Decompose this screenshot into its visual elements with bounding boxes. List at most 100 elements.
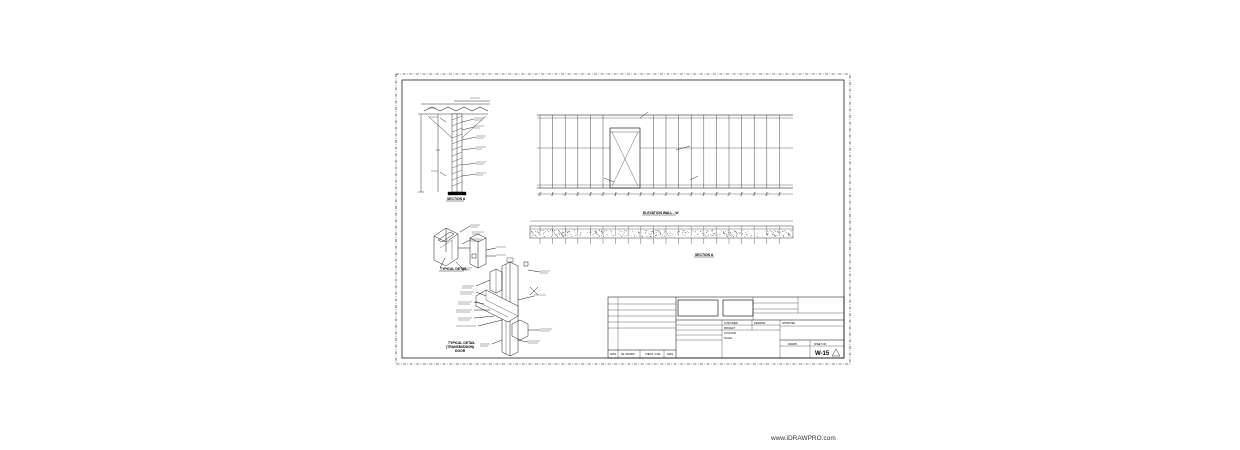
- concrete-aggregate: [688, 232, 689, 234]
- concrete-aggregate: [687, 231, 688, 232]
- dimension-slash: [639, 191, 643, 197]
- concrete-aggregate: [645, 232, 646, 234]
- rev-date2-col: DATE: [667, 353, 674, 356]
- concrete-aggregate: [705, 234, 706, 236]
- concrete-aggregate: [575, 235, 576, 236]
- concrete-aggregate: [706, 232, 707, 233]
- concrete-aggregate: [790, 229, 791, 231]
- concrete-aggregate: [767, 234, 768, 236]
- concrete-aggregate: [655, 232, 657, 233]
- concrete-aggregate: [697, 233, 699, 235]
- concrete-aggregate: [709, 234, 711, 235]
- concrete-aggregate: [684, 232, 686, 233]
- concrete-aggregate: [653, 233, 655, 235]
- concrete-aggregate: [596, 233, 598, 235]
- foundation-dimension-ticks: [539, 226, 780, 244]
- concrete-aggregate: [750, 236, 751, 237]
- concrete-aggregate: [694, 231, 696, 233]
- concrete-aggregate: [570, 234, 572, 236]
- concrete-aggregate: [746, 233, 747, 235]
- concrete-aggregate: [660, 232, 661, 234]
- concrete-aggregate: [604, 229, 606, 231]
- concrete-aggregate: [774, 236, 776, 238]
- concrete-aggregate: [543, 236, 545, 237]
- concrete-aggregate: [746, 233, 748, 235]
- concrete-aggregate: [563, 236, 564, 237]
- concrete-aggregate: [744, 236, 746, 238]
- info-label-scale: SCALE: [724, 337, 732, 340]
- concrete-aggregate: [599, 235, 600, 237]
- concrete-aggregate: [664, 231, 666, 232]
- concrete-aggregate: [765, 230, 767, 231]
- section-a-title: SECTION A: [447, 197, 466, 201]
- concrete-aggregate: [662, 235, 664, 236]
- concrete-aggregate: [562, 232, 563, 234]
- concrete-aggregate: [767, 233, 769, 235]
- section-bottom-title: SECTION A: [695, 253, 714, 257]
- concrete-aggregate: [677, 231, 678, 233]
- concrete-aggregate: [650, 236, 652, 237]
- concrete-aggregate: [580, 232, 581, 234]
- concrete-aggregate: [702, 230, 703, 231]
- concrete-aggregate: [741, 233, 743, 235]
- concrete-aggregate: [738, 232, 740, 233]
- concrete-aggregate: [606, 230, 607, 232]
- concrete-aggregate: [601, 235, 602, 236]
- concrete-aggregate: [575, 233, 577, 234]
- concrete-aggregate: [598, 235, 600, 237]
- concrete-aggregate: [714, 232, 716, 234]
- concrete-aggregate: [544, 232, 545, 233]
- concrete-aggregate: [594, 232, 595, 234]
- concrete-aggregate: [632, 230, 633, 232]
- concrete-aggregate: [777, 231, 779, 233]
- concrete-aggregate: [705, 236, 707, 238]
- concrete-aggregate: [565, 235, 567, 237]
- mid-label-drawing: DRAWING: [754, 322, 766, 325]
- concrete-aggregate: [563, 234, 565, 236]
- right-label-sheet-no: SHEET NO.: [814, 343, 827, 346]
- concrete-aggregate: [570, 235, 572, 237]
- concrete-aggregate: [558, 230, 559, 231]
- concrete-aggregate: [775, 235, 777, 237]
- concrete-aggregate: [569, 233, 570, 235]
- concrete-aggregate: [562, 231, 563, 233]
- concrete-aggregate: [555, 234, 557, 235]
- concrete-aggregate: [772, 233, 773, 235]
- concrete-aggregate: [655, 235, 656, 236]
- concrete-aggregate: [636, 235, 637, 237]
- concrete-aggregate: [649, 233, 651, 235]
- concrete-aggregate: [554, 232, 556, 234]
- elevation-wall: [537, 111, 793, 195]
- concrete-aggregate: [682, 230, 683, 232]
- concrete-aggregate: [545, 231, 547, 233]
- concrete-aggregate: [547, 229, 548, 231]
- concrete-aggregate: [660, 235, 662, 237]
- concrete-aggregate: [735, 232, 737, 233]
- concrete-aggregate: [611, 231, 612, 232]
- concrete-aggregate: [579, 235, 580, 237]
- concrete-aggregate: [751, 235, 752, 237]
- concrete-aggregate: [693, 231, 694, 233]
- concrete-aggregate: [562, 232, 564, 234]
- concrete-aggregate: [772, 234, 773, 235]
- concrete-aggregate: [773, 232, 774, 234]
- concrete-aggregate: [623, 232, 625, 234]
- concrete-aggregate: [649, 235, 651, 237]
- concrete-aggregate: [739, 233, 741, 235]
- concrete-aggregate: [657, 230, 658, 231]
- concrete-aggregate: [538, 232, 539, 233]
- concrete-aggregate: [694, 235, 696, 237]
- concrete-aggregate: [569, 230, 570, 232]
- concrete-aggregate: [530, 233, 532, 234]
- concrete-aggregate: [586, 232, 588, 234]
- concrete-aggregate: [634, 231, 636, 233]
- concrete-aggregate: [782, 231, 783, 232]
- concrete-aggregate: [620, 231, 622, 232]
- concrete-aggregate: [777, 231, 778, 232]
- dimension-slash: [739, 191, 744, 197]
- concrete-aggregate: [540, 229, 542, 231]
- concrete-aggregate: [683, 230, 685, 232]
- concrete-aggregate: [753, 236, 755, 237]
- info-label-location: LOCATION: [724, 332, 736, 335]
